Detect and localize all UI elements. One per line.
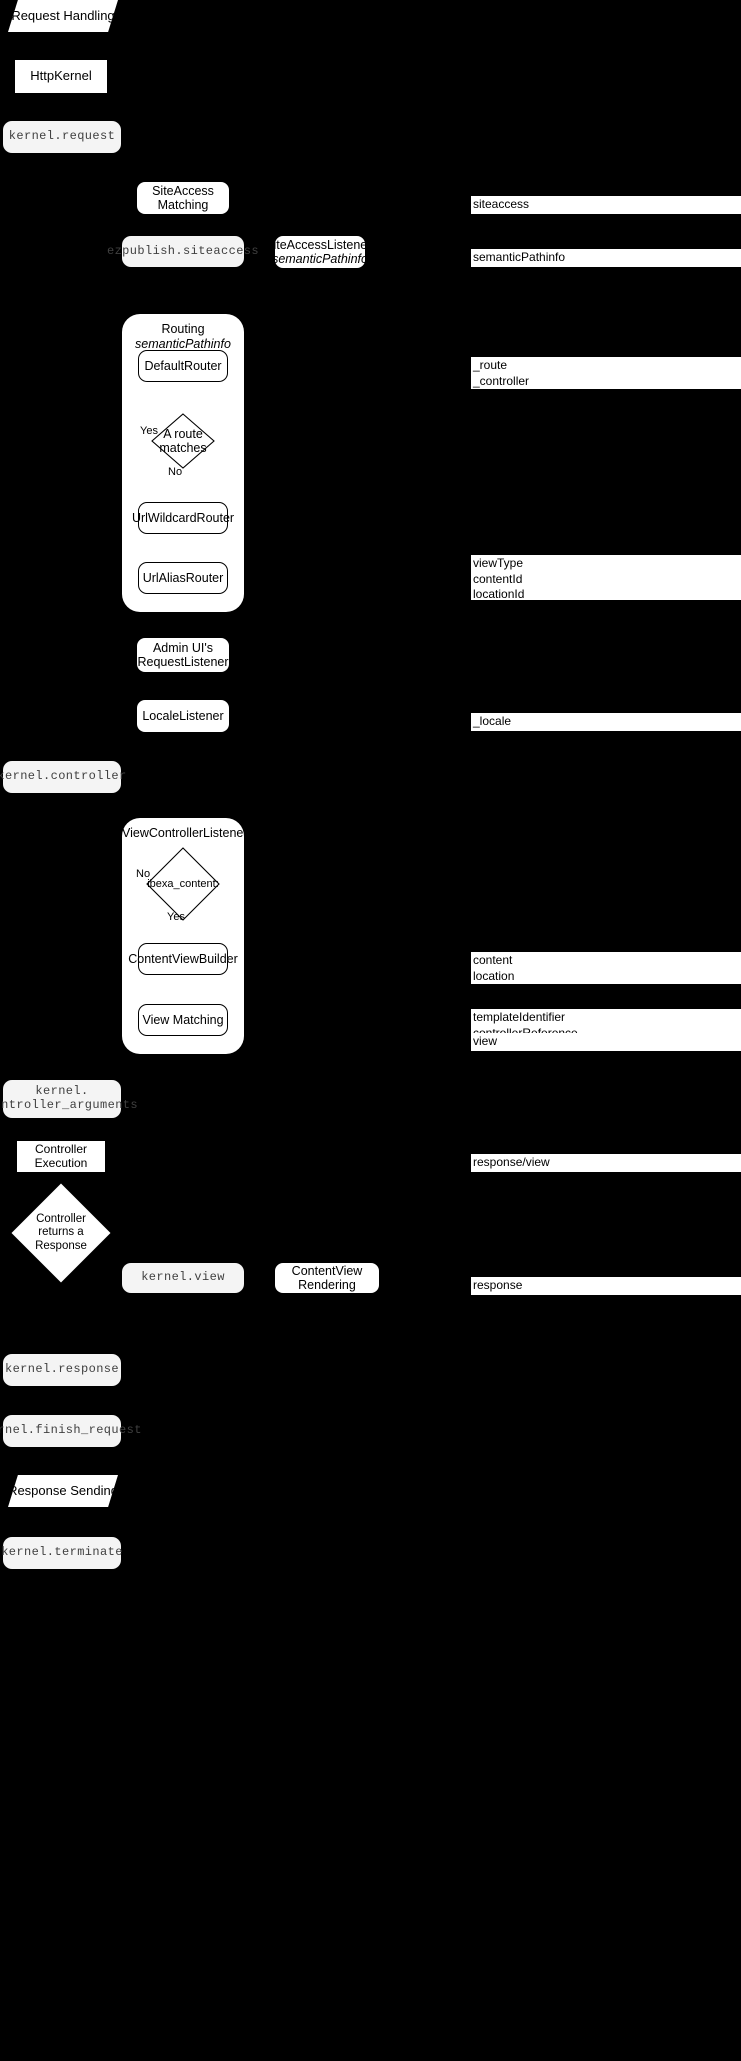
node-http-kernel[interactable]: HttpKernel [15, 60, 107, 93]
decision-controller-returns-response-label: Controller returns a Response [26, 1198, 96, 1268]
phase-request-handling-label: Request Handling [11, 7, 115, 23]
node-controller-execution[interactable]: Controller Execution [17, 1141, 105, 1172]
note-viewtype-line: viewType [473, 556, 524, 570]
container-view-controller-listener-title: ViewControllerListener [122, 826, 248, 841]
node-content-view-builder[interactable]: ContentViewBuilder [128, 943, 238, 975]
note-semantic-pathinfo: semanticPathinfo [471, 249, 741, 267]
node-view-matching[interactable]: View Matching [138, 1004, 228, 1036]
decision-ibexa-content-shape [146, 847, 220, 921]
note-view-content-location: viewType contentId locationId [471, 555, 741, 602]
phase-request-handling: Request Handling [8, 0, 118, 32]
node-siteaccess-listener[interactable]: SiteAccessListener: semanticPathinfo [265, 236, 375, 268]
node-url-alias-router-label: UrlAliasRouter [142, 570, 224, 585]
container-view-controller-listener-label: ViewControllerListener [122, 826, 248, 840]
note-location-line: location [473, 968, 515, 983]
node-admin-ui-request-listener-line2: RequestListener [137, 655, 229, 669]
event-kernel-controller-arguments[interactable]: kernel. controller_arguments [0, 1080, 138, 1118]
event-kernel-view-label: kernel.view [141, 1270, 225, 1285]
node-siteaccess-matching[interactable]: SiteAccess Matching [137, 182, 229, 214]
note-response-view-line: response/view [473, 1155, 550, 1169]
node-default-router[interactable]: DefaultRouter [138, 350, 228, 382]
note-templateidentifier-line: templateIdentifier [473, 1010, 566, 1024]
edge-label-view-yes: Yes [167, 911, 185, 923]
event-kernel-terminate[interactable]: kernel.terminate [1, 1537, 123, 1569]
node-siteaccess-listener-line1: SiteAccessListener: [265, 237, 375, 252]
edge-label-routing-yes: Yes [140, 425, 158, 437]
node-url-wildcard-router[interactable]: UrlWildcardRouter [132, 502, 234, 534]
note-view-line: view [473, 1034, 498, 1048]
node-locale-listener[interactable]: LocaleListener [137, 700, 229, 732]
decision-controller-returns-line2: returns a [38, 1226, 84, 1239]
note-siteaccess: siteaccess [471, 196, 741, 214]
note-route-controller: _route _controller [471, 357, 741, 389]
note-controller-line: _controller [473, 373, 530, 388]
phase-response-sending-label: Response Sending [8, 1482, 118, 1498]
note-content-location: content location [471, 952, 741, 984]
event-kernel-finish-request[interactable]: kernel.finish_request [0, 1415, 141, 1447]
event-kernel-response[interactable]: kernel.response [3, 1354, 121, 1386]
note-locale-line1: _locale [473, 714, 512, 728]
note-locale: _locale [471, 713, 741, 731]
event-kernel-finish-request-label: kernel.finish_request [0, 1423, 142, 1438]
note-response-view: response/view [471, 1154, 741, 1172]
note-semantic-pathinfo-line1: semanticPathinfo [473, 250, 566, 264]
node-http-kernel-label: HttpKernel [30, 68, 92, 84]
note-response: response [471, 1277, 741, 1295]
edge-label-view-no: No [136, 868, 151, 880]
event-kernel-request[interactable]: kernel.request [3, 121, 121, 153]
node-content-view-rendering[interactable]: ContentView Rendering [275, 1263, 379, 1293]
node-url-alias-router[interactable]: UrlAliasRouter [138, 562, 228, 594]
event-kernel-view[interactable]: kernel.view [122, 1263, 244, 1293]
note-siteaccess-line1: siteaccess [473, 197, 530, 211]
note-content-line: content [473, 953, 513, 967]
note-contentid-line: contentId [473, 571, 523, 586]
container-routing-title-italic: semanticPathinfo [135, 336, 231, 351]
decision-ibexa-content[interactable]: ibexa_content: [146, 847, 220, 921]
decision-controller-returns-line3: Response [35, 1239, 87, 1252]
decision-controller-returns-line1: Controller [36, 1213, 86, 1226]
event-ezpublish-siteaccess-label: ezpublish.siteaccess [106, 243, 260, 258]
decision-a-route-matches-shape [151, 413, 215, 469]
node-siteaccess-listener-line2: semanticPathinfo [272, 252, 368, 266]
node-default-router-label: DefaultRouter [144, 358, 222, 373]
node-content-view-rendering-label: ContentView Rendering [291, 1263, 363, 1292]
decision-a-route-matches[interactable]: A route matches [151, 413, 215, 469]
edge-label-routing-no: No [168, 466, 183, 478]
node-locale-listener-label: LocaleListener [142, 708, 224, 723]
event-kernel-request-label: kernel.request [8, 129, 116, 144]
node-url-wildcard-router-label: UrlWildcardRouter [131, 510, 235, 525]
event-kernel-controller-label: kernel.controller [0, 769, 127, 784]
note-route-line: _route [473, 358, 508, 372]
event-kernel-controller[interactable]: kernel.controller [0, 761, 126, 793]
container-routing-title-prefix: Routing [161, 322, 205, 336]
phase-response-sending: Response Sending [8, 1475, 118, 1507]
node-siteaccess-matching-label: SiteAccess Matching [152, 183, 214, 212]
node-admin-ui-request-listener-line1: Admin UI's [152, 640, 214, 655]
event-kernel-controller-arguments-line2: controller_arguments [0, 1098, 139, 1112]
event-kernel-response-label: kernel.response [4, 1362, 120, 1377]
note-locationid-line: locationId [473, 587, 525, 602]
note-view: view [471, 1033, 741, 1051]
note-response-line: response [473, 1278, 523, 1292]
node-view-matching-label: View Matching [142, 1012, 224, 1027]
node-admin-ui-request-listener[interactable]: Admin UI's RequestListener [137, 638, 229, 672]
node-content-view-builder-label: ContentViewBuilder [128, 951, 238, 966]
event-ezpublish-siteaccess[interactable]: ezpublish.siteaccess [107, 236, 259, 267]
event-kernel-terminate-label: kernel.terminate [1, 1545, 123, 1560]
node-controller-execution-label: Controller Execution [34, 1141, 88, 1170]
event-kernel-controller-arguments-line1: kernel. [35, 1084, 89, 1099]
